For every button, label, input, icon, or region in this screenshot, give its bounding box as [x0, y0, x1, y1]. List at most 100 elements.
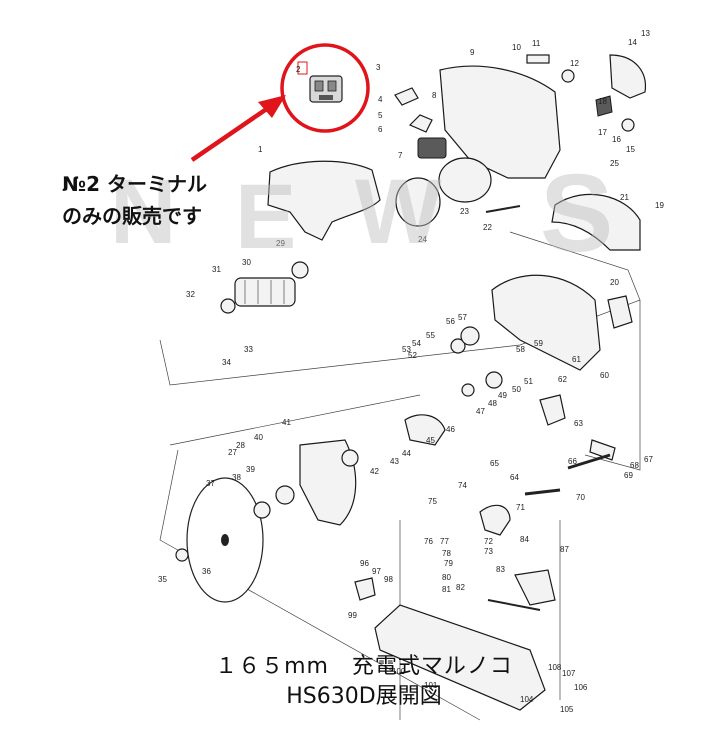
- part-number-43: 43: [390, 457, 399, 466]
- part-gear-cover: [609, 54, 647, 99]
- diagram-caption-title: HS630D展開図: [286, 684, 442, 709]
- part-number-81: 81: [442, 585, 451, 594]
- part-number-77: 77: [440, 537, 449, 546]
- part-number-15: 15: [626, 145, 635, 154]
- part-number-37: 37: [206, 479, 215, 488]
- part-number-76: 76: [424, 537, 433, 546]
- diagram-caption-model: １６５mm 充電式マルノコ: [215, 654, 513, 679]
- part-number-9: 9: [470, 48, 475, 57]
- part-guard-plate: [299, 439, 357, 526]
- part-number-20: 20: [610, 278, 619, 287]
- part-number-24: 24: [418, 235, 427, 244]
- part-number-73: 73: [484, 547, 493, 556]
- part-number-17: 17: [598, 128, 607, 137]
- part-number-96: 96: [360, 559, 369, 568]
- part-number-104: 104: [520, 695, 534, 704]
- part-number-82: 82: [456, 583, 465, 592]
- part-number-66: 66: [568, 457, 577, 466]
- part-number-52: 52: [408, 351, 417, 360]
- sale-note-line1: №2 ターミナル: [62, 172, 207, 196]
- part-number-56: 56: [446, 317, 455, 326]
- part-base-plate: [374, 604, 546, 711]
- part-number-32: 32: [186, 290, 195, 299]
- part-number-36: 36: [202, 567, 211, 576]
- part-number-2: 2: [296, 65, 301, 74]
- part-armature: [220, 261, 309, 314]
- part-number-13: 13: [641, 29, 650, 38]
- part-number-69: 69: [624, 471, 633, 480]
- part-number-70: 70: [576, 493, 585, 502]
- part-number-27: 27: [228, 448, 237, 457]
- part-number-6: 6: [378, 125, 383, 134]
- part-number-97: 97: [372, 567, 381, 576]
- part-number-63: 63: [574, 419, 583, 428]
- part-number-98: 98: [384, 575, 393, 584]
- sale-note: №2 ターミナル のみの販売です: [62, 168, 207, 232]
- part-number-25: 25: [610, 159, 619, 168]
- part-number-48: 48: [488, 399, 497, 408]
- part-number-35: 35: [158, 575, 167, 584]
- part-number-22: 22: [483, 223, 492, 232]
- part-number-14: 14: [628, 38, 637, 47]
- part-number-7: 7: [398, 151, 403, 160]
- part-number-50: 50: [512, 385, 521, 394]
- part-number-68: 68: [630, 461, 639, 470]
- terminal-part-icon: [297, 61, 343, 103]
- part-number-57: 57: [458, 313, 467, 322]
- part-number-53: 53: [402, 345, 411, 354]
- part-number-79: 79: [444, 559, 453, 568]
- highlight-arrow: [190, 95, 286, 162]
- part-number-41: 41: [282, 418, 291, 427]
- part-number-33: 33: [244, 345, 253, 354]
- part-number-78: 78: [442, 549, 451, 558]
- part-number-60: 60: [600, 371, 609, 380]
- part-motor-housing: [267, 160, 381, 241]
- part-number-108: 108: [548, 663, 562, 672]
- part-number-59: 59: [534, 339, 543, 348]
- part-switch: [417, 137, 447, 159]
- part-number-54: 54: [412, 339, 421, 348]
- part-number-31: 31: [212, 265, 221, 274]
- part-number-29: 29: [276, 239, 285, 248]
- part-number-19: 19: [655, 201, 664, 210]
- part-number-3: 3: [376, 63, 381, 72]
- part-number-34: 34: [222, 358, 231, 367]
- part-number-49: 49: [498, 391, 507, 400]
- part-number-80: 80: [442, 573, 451, 582]
- part-number-16: 16: [612, 135, 621, 144]
- part-number-100: 100: [392, 667, 406, 676]
- part-number-84: 84: [520, 535, 529, 544]
- part-number-4: 4: [378, 95, 383, 104]
- part-number-51: 51: [524, 377, 533, 386]
- part-number-71: 71: [516, 503, 525, 512]
- part-number-21: 21: [620, 193, 629, 202]
- part-number-61: 61: [572, 355, 581, 364]
- part-number-11: 11: [532, 39, 541, 48]
- part-number-107: 107: [562, 669, 576, 678]
- part-number-67: 67: [644, 455, 653, 464]
- part-number-83: 83: [496, 565, 505, 574]
- part-number-40: 40: [254, 433, 263, 442]
- part-number-1: 1: [258, 145, 263, 154]
- part-number-5: 5: [378, 111, 383, 120]
- part-number-38: 38: [232, 473, 241, 482]
- part-number-72: 72: [484, 537, 493, 546]
- part-number-106: 106: [574, 683, 588, 692]
- part-number-10: 10: [512, 43, 521, 52]
- part-number-87: 87: [560, 545, 569, 554]
- part-number-30: 30: [242, 258, 251, 267]
- part-lower-guard: [491, 274, 601, 371]
- part-number-18: 18: [598, 97, 607, 106]
- part-number-46: 46: [446, 425, 455, 434]
- part-number-58: 58: [516, 345, 525, 354]
- part-number-74: 74: [458, 481, 467, 490]
- part-number-64: 64: [510, 473, 519, 482]
- part-number-42: 42: [370, 467, 379, 476]
- part-number-23: 23: [460, 207, 469, 216]
- part-number-12: 12: [570, 59, 579, 68]
- part-number-62: 62: [558, 375, 567, 384]
- part-number-101: 101: [424, 681, 438, 690]
- part-number-99: 99: [348, 611, 357, 620]
